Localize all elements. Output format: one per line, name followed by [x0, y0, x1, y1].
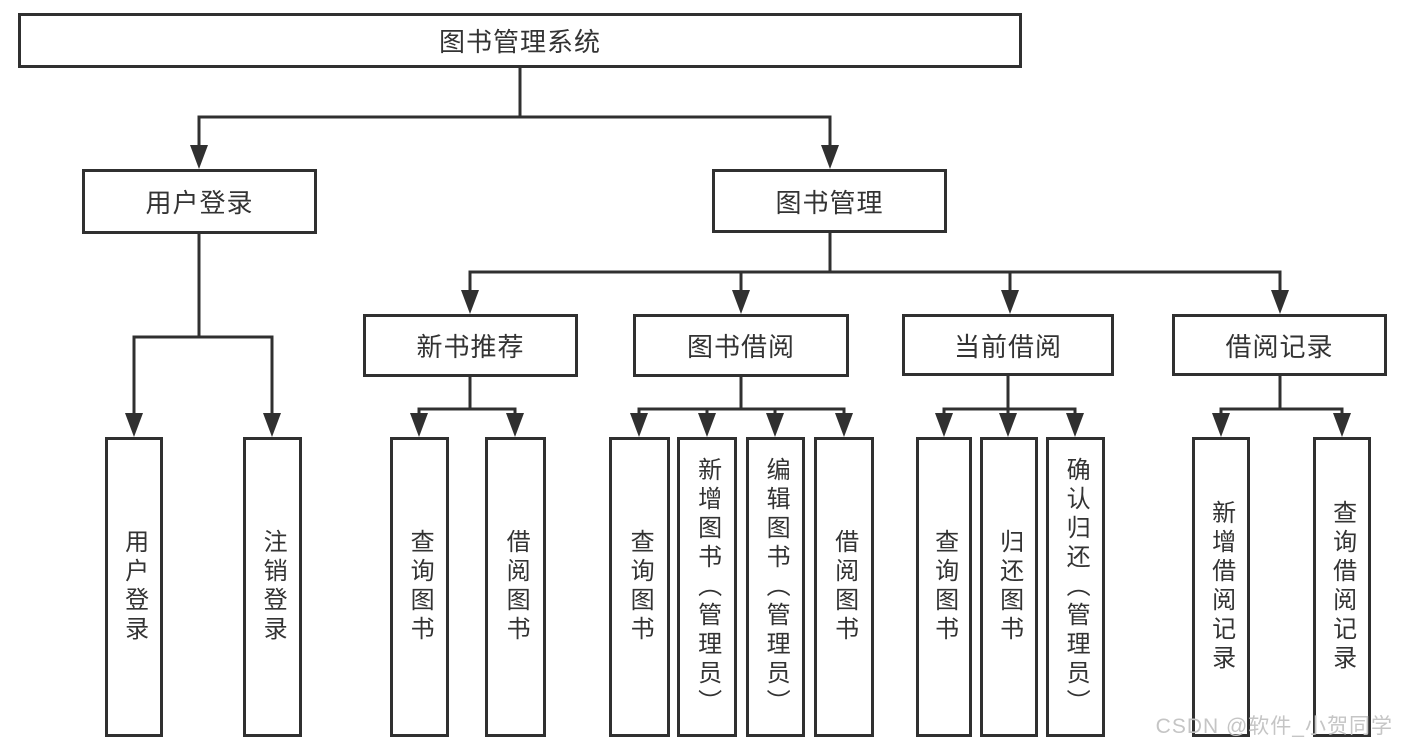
node-leaf-user-login-label: 用户登录 [120, 529, 148, 645]
node-leaf-query-books-current-label: 查询图书 [930, 529, 958, 645]
node-borrow-records: 借阅记录 [1172, 314, 1387, 376]
node-leaf-borrow-books: 借阅图书 [814, 437, 874, 737]
arrowhead [1066, 413, 1084, 437]
node-leaf-return-books-label: 归还图书 [995, 529, 1023, 645]
node-current-borrow-label: 当前借阅 [953, 331, 1062, 362]
node-user-login: 用户登录 [82, 169, 317, 234]
csdn-watermark: CSDN @软件_小贺同学 [1155, 715, 1393, 738]
arrowhead [835, 413, 853, 437]
node-leaf-query-borrow-record: 查询借阅记录 [1313, 437, 1371, 737]
node-leaf-query-books-recommend-label: 查询图书 [406, 529, 434, 645]
node-leaf-add-books-admin-label: 新增图书（管理员） [693, 456, 721, 718]
node-leaf-confirm-return-admin: 确认归还（管理员） [1046, 437, 1105, 737]
node-leaf-logout: 注销登录 [243, 437, 302, 737]
node-book-borrow: 图书借阅 [633, 314, 849, 377]
node-leaf-query-books-borrow-label: 查询图书 [626, 529, 654, 645]
arrowhead [1333, 413, 1351, 437]
arrowhead [1001, 290, 1019, 314]
node-leaf-query-borrow-record-label: 查询借阅记录 [1328, 500, 1356, 674]
arrowhead [506, 413, 524, 437]
node-root-label: 图书管理系统 [438, 27, 601, 57]
arrowhead [190, 145, 208, 169]
node-leaf-add-books-admin: 新增图书（管理员） [677, 437, 737, 737]
node-current-borrow: 当前借阅 [902, 314, 1114, 376]
node-leaf-borrow-books-label: 借阅图书 [830, 529, 858, 645]
arrowhead [821, 145, 839, 169]
node-book-management-label: 图书管理 [775, 187, 884, 218]
node-new-book-recommend: 新书推荐 [363, 314, 578, 377]
node-leaf-borrow-books-recommend: 借阅图书 [485, 437, 546, 737]
arrowhead [461, 290, 479, 314]
node-user-login-label: 用户登录 [145, 188, 254, 218]
node-leaf-query-books-recommend: 查询图书 [390, 437, 449, 737]
arrowhead [732, 290, 750, 314]
node-book-borrow-label: 图书借阅 [686, 332, 795, 362]
arrowhead [766, 413, 784, 437]
node-leaf-user-login: 用户登录 [105, 437, 163, 737]
node-leaf-edit-books-admin-label: 编辑图书（管理员） [762, 456, 790, 718]
arrowhead [935, 413, 953, 437]
node-leaf-query-books-borrow: 查询图书 [609, 437, 670, 737]
arrowhead [263, 413, 281, 437]
node-book-management: 图书管理 [712, 169, 947, 233]
node-leaf-edit-books-admin: 编辑图书（管理员） [746, 437, 805, 737]
arrowhead [698, 413, 716, 437]
arrowhead [410, 413, 428, 437]
node-leaf-return-books: 归还图书 [980, 437, 1038, 737]
node-leaf-query-books-current: 查询图书 [916, 437, 972, 737]
node-borrow-records-label: 借阅记录 [1225, 331, 1334, 362]
node-leaf-borrow-books-recommend-label: 借阅图书 [502, 529, 530, 645]
arrowhead [1271, 290, 1289, 314]
node-new-book-recommend-label: 新书推荐 [416, 332, 525, 362]
arrowhead [630, 413, 648, 437]
node-leaf-add-borrow-record: 新增借阅记录 [1192, 437, 1250, 737]
node-leaf-logout-label: 注销登录 [259, 529, 287, 645]
node-leaf-add-borrow-record-label: 新增借阅记录 [1207, 500, 1235, 674]
node-leaf-confirm-return-admin-label: 确认归还（管理员） [1062, 456, 1090, 718]
arrowhead [1212, 413, 1230, 437]
arrowhead [999, 413, 1017, 437]
node-root: 图书管理系统 [18, 13, 1022, 68]
arrowhead [125, 413, 143, 437]
